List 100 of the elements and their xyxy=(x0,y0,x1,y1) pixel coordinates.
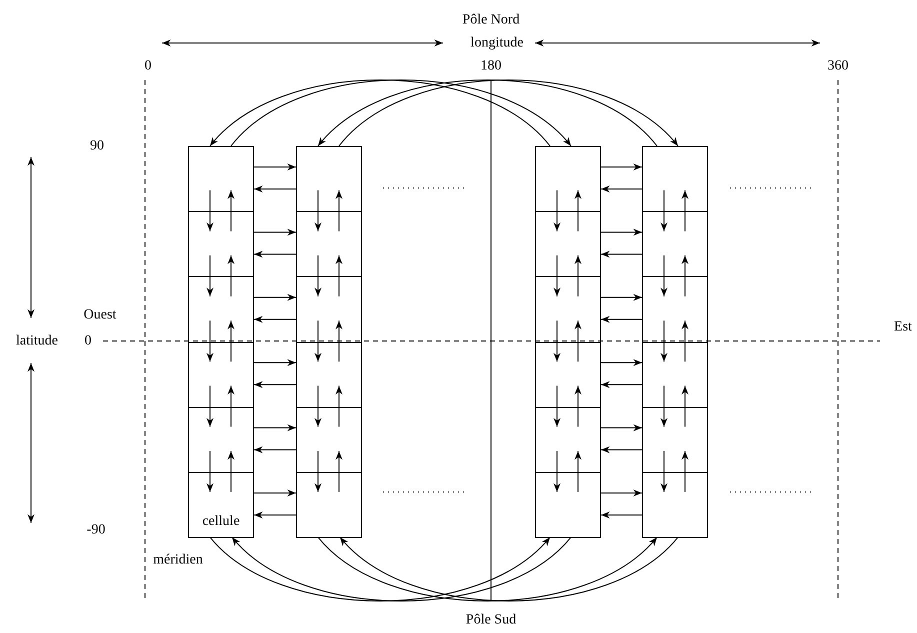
arrow xyxy=(600,424,642,432)
arrow xyxy=(254,186,296,192)
grid-cell xyxy=(296,276,362,343)
arrow xyxy=(682,190,688,232)
arrow xyxy=(314,254,322,297)
grid-cell xyxy=(642,146,708,212)
grid-cell xyxy=(296,211,362,278)
arrow xyxy=(206,320,214,362)
arrow xyxy=(254,250,296,258)
arrow xyxy=(254,424,296,432)
arrow xyxy=(600,164,642,170)
arrow xyxy=(660,385,668,428)
arrow xyxy=(206,254,214,297)
meridian-label: méridien xyxy=(153,552,203,568)
grid-cell xyxy=(296,472,362,538)
arrow xyxy=(228,385,234,428)
arrow xyxy=(682,320,688,362)
grid-cell xyxy=(535,276,601,343)
arrow xyxy=(254,446,296,454)
arrow xyxy=(600,294,642,301)
arrow xyxy=(574,450,582,492)
arrow xyxy=(682,450,688,492)
grid-cell xyxy=(296,406,362,473)
grid-cell xyxy=(535,211,601,278)
arrow xyxy=(314,320,322,362)
arrow xyxy=(206,190,214,232)
grid-cell xyxy=(188,211,254,278)
arrow xyxy=(314,450,322,492)
direction-label: Ouest xyxy=(84,307,116,323)
arrow xyxy=(228,190,234,232)
tick-label: 0 xyxy=(144,58,152,74)
grid-cell xyxy=(188,406,254,473)
arrow xyxy=(574,320,582,362)
arrow xyxy=(336,450,342,492)
arrow xyxy=(574,385,582,428)
arrow xyxy=(228,320,234,362)
grid-cell xyxy=(535,146,601,212)
arrow xyxy=(314,385,322,428)
grid-cell xyxy=(535,342,601,408)
arrow xyxy=(660,254,668,297)
arrow xyxy=(554,190,560,232)
tick-label: 90 xyxy=(90,138,104,154)
arrow xyxy=(336,320,342,362)
arrow xyxy=(600,490,642,496)
arrow xyxy=(600,228,642,236)
grid-cell xyxy=(642,342,708,408)
pole-label: Pôle Nord xyxy=(462,12,520,28)
arrow xyxy=(554,320,560,362)
arrow xyxy=(600,316,642,323)
arrow xyxy=(554,450,560,492)
grid-cell xyxy=(535,472,601,538)
arrow xyxy=(600,446,642,454)
arrow xyxy=(660,190,668,232)
arrow xyxy=(336,190,342,232)
arrow xyxy=(206,385,214,428)
arrow xyxy=(254,316,296,323)
arrow xyxy=(254,164,296,170)
arrow xyxy=(660,320,668,362)
grid-cell xyxy=(188,342,254,408)
grid-cell xyxy=(642,406,708,473)
arrow xyxy=(600,512,642,518)
arrow xyxy=(228,450,234,492)
arrow xyxy=(682,385,688,428)
arrow xyxy=(336,254,342,297)
arrow xyxy=(254,294,296,301)
grid-cell xyxy=(642,276,708,343)
grid-cell xyxy=(188,472,254,538)
grid-cell xyxy=(296,146,362,212)
arrow xyxy=(254,512,296,518)
grid-cell xyxy=(535,406,601,473)
arrow xyxy=(206,450,214,492)
grid-cell xyxy=(642,211,708,278)
arrow xyxy=(254,490,296,496)
arrow xyxy=(228,254,234,297)
arrow xyxy=(600,186,642,192)
tick-label: -90 xyxy=(86,522,106,538)
arrow xyxy=(682,254,688,297)
grid-cell xyxy=(642,472,708,538)
arrow xyxy=(574,190,582,232)
arrow xyxy=(314,190,322,232)
direction-label: Est xyxy=(894,319,912,335)
grid-cell xyxy=(188,146,254,212)
cell-label: cellule xyxy=(202,515,240,532)
arrow xyxy=(254,381,296,388)
axis-label: longitude xyxy=(470,35,524,51)
arrow xyxy=(254,359,296,366)
arrow xyxy=(554,254,560,297)
grid-cell xyxy=(296,342,362,408)
tick-label: 180 xyxy=(480,58,502,74)
arrow xyxy=(660,450,668,492)
arrow xyxy=(336,385,342,428)
axis-label: latitude xyxy=(16,333,58,349)
grid-cell xyxy=(188,276,254,343)
arrow xyxy=(574,254,582,297)
arrow xyxy=(600,250,642,258)
pole-label: Pôle Sud xyxy=(466,612,516,628)
tick-label: 360 xyxy=(828,58,848,74)
arrow xyxy=(600,381,642,388)
arrow xyxy=(600,359,642,366)
tick-label: 0 xyxy=(84,333,92,349)
